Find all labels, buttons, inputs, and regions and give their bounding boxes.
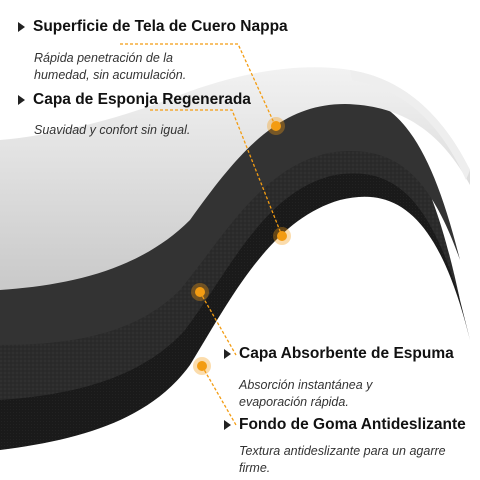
connector-line-1: [120, 43, 276, 126]
orange-dot-icon: [277, 231, 287, 241]
layer-2-title-text: Capa de Esponja Regenerada: [33, 91, 251, 108]
layer-3-title-text: Capa Absorbente de Espuma: [239, 345, 454, 362]
connector-line-3: [199, 291, 237, 356]
layer-3-title: Capa Absorbente de Espuma: [224, 345, 454, 363]
connector-line-4: [201, 365, 237, 426]
triangle-right-icon: [18, 95, 25, 105]
layer-4-desc: Textura antideslizante para un agarre fi…: [239, 444, 446, 475]
nappa-surface-layer: [0, 67, 470, 290]
orange-dot-icon: [195, 287, 205, 297]
nappa-surface-edge: [350, 70, 470, 180]
sponge-layer: [0, 95, 460, 345]
triangle-right-icon: [224, 349, 231, 359]
layer-4-title-text: Fondo de Goma Antideslizante: [239, 416, 466, 433]
triangle-right-icon: [18, 22, 25, 32]
layer-1-title-text: Superficie de Tela de Cuero Nappa: [33, 18, 288, 35]
orange-dot-icon: [197, 361, 207, 371]
layer-1-title: Superficie de Tela de Cuero Nappa: [18, 18, 288, 36]
layer-2-title: Capa de Esponja Regenerada: [18, 91, 251, 109]
layer-1-desc: Rápida penetración de la humedad, sin ac…: [34, 51, 187, 82]
layer-3-desc: Absorción instantánea y evaporación rápi…: [239, 378, 373, 409]
layer-2-desc: Suavidad y confort sin igual.: [34, 123, 191, 137]
layer-4-title: Fondo de Goma Antideslizante: [224, 416, 466, 434]
orange-dot-icon: [271, 121, 281, 131]
triangle-right-icon: [224, 420, 231, 430]
connector-line-2: [150, 109, 283, 237]
